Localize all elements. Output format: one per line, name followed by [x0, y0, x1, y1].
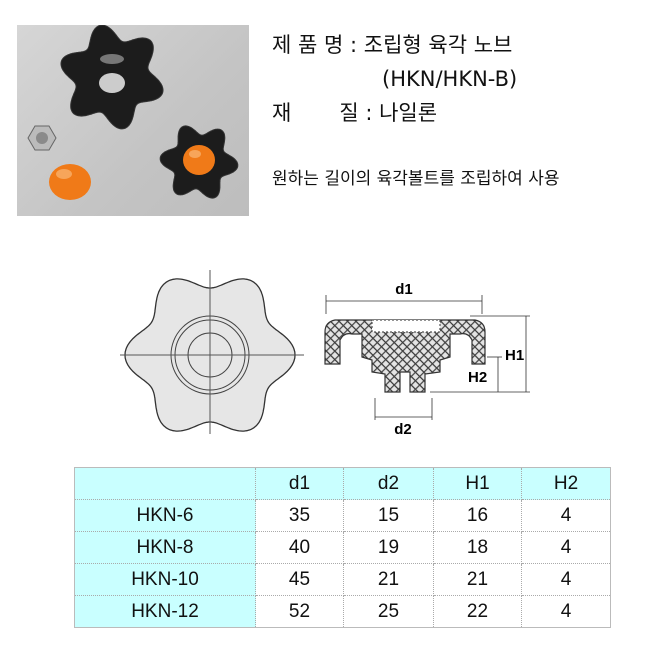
column-header: H2 [521, 467, 611, 500]
product-photo [17, 24, 249, 216]
value-cell: 45 [255, 563, 344, 596]
value-cell: 15 [343, 499, 434, 532]
technical-drawing: d1 d2 H1 H2 [110, 262, 550, 452]
value-cell: 19 [343, 531, 434, 564]
d1-label: d1 [395, 281, 413, 298]
column-header: H1 [433, 467, 522, 500]
value-cell: 18 [433, 531, 522, 564]
value-cell: 25 [343, 595, 434, 628]
material-label-1: 재 [272, 101, 292, 125]
model-cell: HKN-10 [74, 563, 256, 596]
product-code: (HKN/HKN-B) [382, 67, 518, 91]
section-view [324, 295, 530, 420]
top-view [120, 270, 304, 434]
value-cell: 40 [255, 531, 344, 564]
orange-cap [49, 164, 91, 200]
product-description: 원하는 길이의 육각볼트를 조립하여 사용 [272, 169, 560, 189]
model-cell: HKN-8 [74, 531, 256, 564]
value-cell: 52 [255, 595, 344, 628]
knob-small [159, 125, 239, 199]
product-name-value: 조립형 육각 노브 [363, 33, 513, 57]
value-cell: 4 [521, 531, 611, 564]
separator: : [350, 33, 358, 57]
value-cell: 16 [433, 499, 522, 532]
value-cell: 35 [255, 499, 344, 532]
value-cell: 21 [433, 563, 522, 596]
model-cell: HKN-12 [74, 595, 256, 628]
hex-nut [27, 125, 57, 151]
H2-label: H2 [468, 369, 487, 386]
knob-large [60, 24, 164, 130]
product-name-label: 제 품 명 [272, 33, 344, 57]
value-cell: 4 [521, 499, 611, 532]
separator: : [365, 101, 373, 125]
material-value: 나일론 [379, 101, 438, 125]
value-cell: 22 [433, 595, 522, 628]
value-cell: 4 [521, 563, 611, 596]
value-cell: 4 [521, 595, 611, 628]
value-cell: 21 [343, 563, 434, 596]
d2-label: d2 [394, 421, 412, 438]
material-label-2: 질 [339, 101, 359, 125]
H1-label: H1 [505, 347, 524, 364]
column-header: d2 [343, 467, 434, 500]
column-header [74, 467, 256, 500]
model-cell: HKN-6 [74, 499, 256, 532]
column-header: d1 [255, 467, 344, 500]
